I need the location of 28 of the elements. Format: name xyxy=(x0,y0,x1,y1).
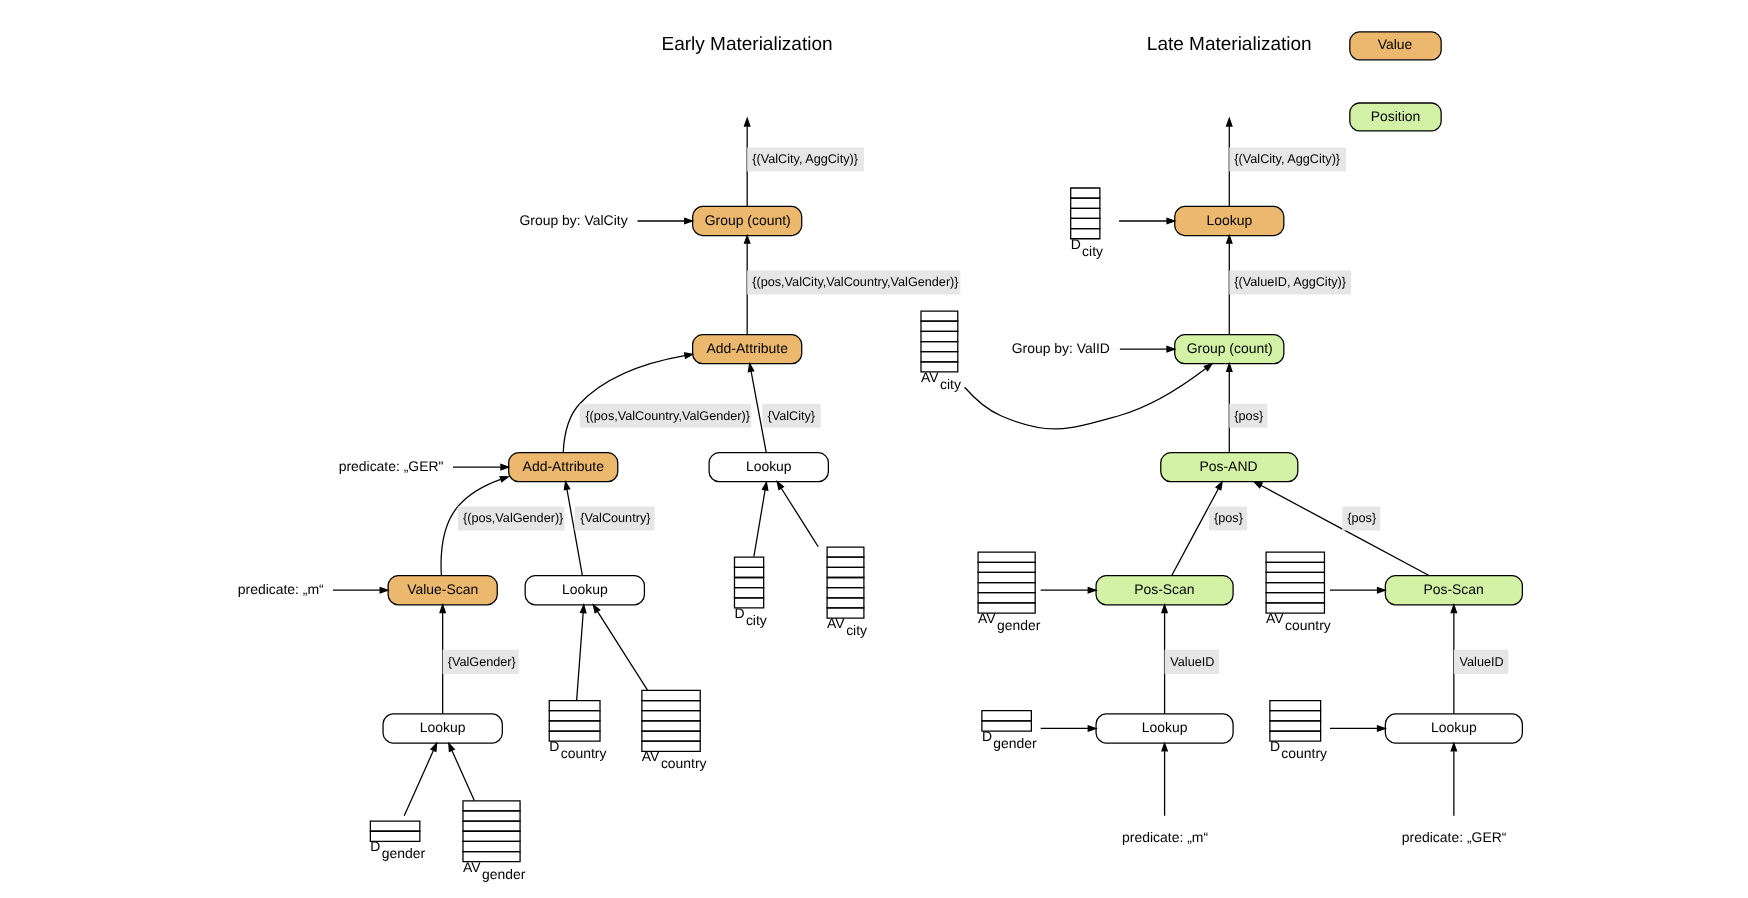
arrow xyxy=(561,351,694,452)
arrow xyxy=(1117,216,1176,224)
arrow xyxy=(1251,479,1429,576)
arrow xyxy=(963,361,1213,429)
arrow xyxy=(562,478,583,576)
arrow xyxy=(1328,723,1387,732)
arrow xyxy=(575,602,586,701)
arrow xyxy=(447,740,474,801)
arrow xyxy=(1328,585,1387,593)
arrow xyxy=(331,585,389,593)
arrow xyxy=(775,479,818,547)
arrow xyxy=(1449,740,1457,816)
arrow xyxy=(1039,723,1097,732)
arrow xyxy=(1449,602,1457,714)
label: Late Materialization xyxy=(1145,33,1311,56)
arrow xyxy=(746,360,766,452)
arrow xyxy=(591,602,648,690)
arrow xyxy=(439,475,509,576)
arrow xyxy=(1160,602,1168,714)
arrow xyxy=(451,462,510,470)
arrow xyxy=(752,479,768,557)
arrow xyxy=(1170,479,1222,576)
arrow xyxy=(1118,344,1176,352)
arrow xyxy=(1039,585,1097,593)
arrow xyxy=(635,216,694,224)
label: Early Materialization xyxy=(660,33,832,56)
arrow xyxy=(1160,740,1168,816)
arrow xyxy=(438,602,446,714)
